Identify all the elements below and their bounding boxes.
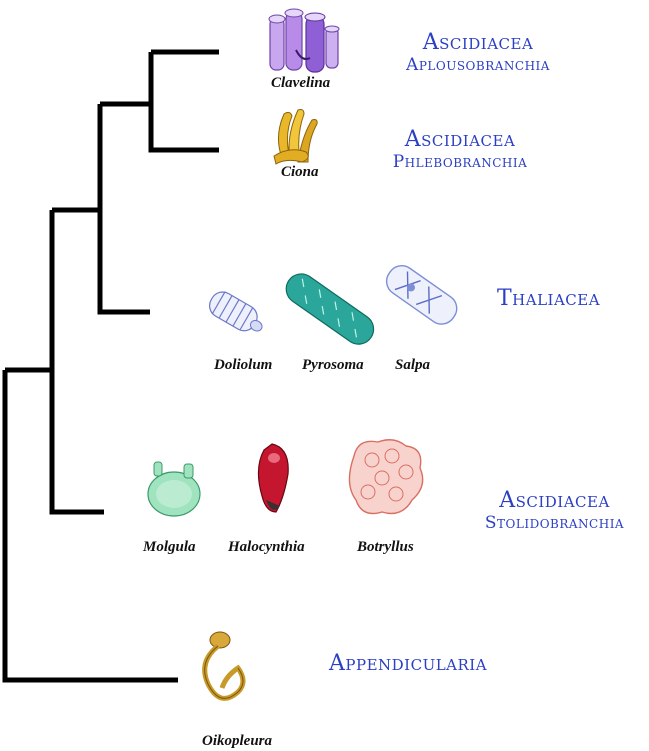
genus-label-ciona: Ciona <box>281 164 319 180</box>
taxon-label-aplousobranchia: Ascidiacea Aplousobranchia <box>383 30 573 75</box>
genus-label-doliolum: Doliolum <box>214 357 273 373</box>
taxon-label-thaliacea: Thaliacea <box>497 286 600 311</box>
genus-label-botryllus: Botryllus <box>357 539 414 555</box>
taxon-class-name: Ascidiacea <box>404 127 516 152</box>
genus-label-salpa: Salpa <box>395 357 431 373</box>
genus-label-clavelina: Clavelina <box>271 75 331 91</box>
taxon-class-name: Appendicularia <box>329 651 488 676</box>
taxon-label-appendicularia: Appendicularia <box>329 651 487 676</box>
salpa-image <box>385 265 458 325</box>
taxon-label-phlebobranchia: Ascidiacea Phlebobranchia <box>370 127 550 172</box>
branch-clavelina-ciona <box>148 49 219 153</box>
taxon-order-name: Phlebobranchia <box>392 152 528 172</box>
branch-ascidian-node <box>49 210 104 515</box>
branch-thaliacea-node <box>97 104 150 315</box>
genus-label-pyrosoma: Pyrosoma <box>302 357 364 373</box>
taxon-label-stolidobranchia: Ascidiacea Stolidobranchia <box>462 488 647 533</box>
taxon-class-name: Ascidiacea <box>499 488 610 513</box>
halocynthia-image <box>257 443 289 513</box>
doliolum-image <box>209 291 263 332</box>
botryllus-image <box>348 439 424 515</box>
taxon-class-name: Thaliacea <box>497 286 601 311</box>
taxon-class-name: Ascidiacea <box>422 30 534 55</box>
molgula-image <box>147 461 201 517</box>
genus-label-halocynthia: Halocynthia <box>228 539 305 555</box>
tree-branches <box>2 49 219 683</box>
oikopleura-image <box>202 631 246 701</box>
genus-label-molgula: Molgula <box>143 539 196 555</box>
taxon-order-name: Aplousobranchia <box>406 55 550 75</box>
taxon-order-name: Stolidobranchia <box>484 513 625 533</box>
clavelina-image <box>268 8 340 73</box>
pyrosoma-image <box>285 273 375 345</box>
branch-root <box>2 370 178 683</box>
ciona-image <box>273 109 318 165</box>
genus-label-oikopleura: Oikopleura <box>202 733 273 749</box>
